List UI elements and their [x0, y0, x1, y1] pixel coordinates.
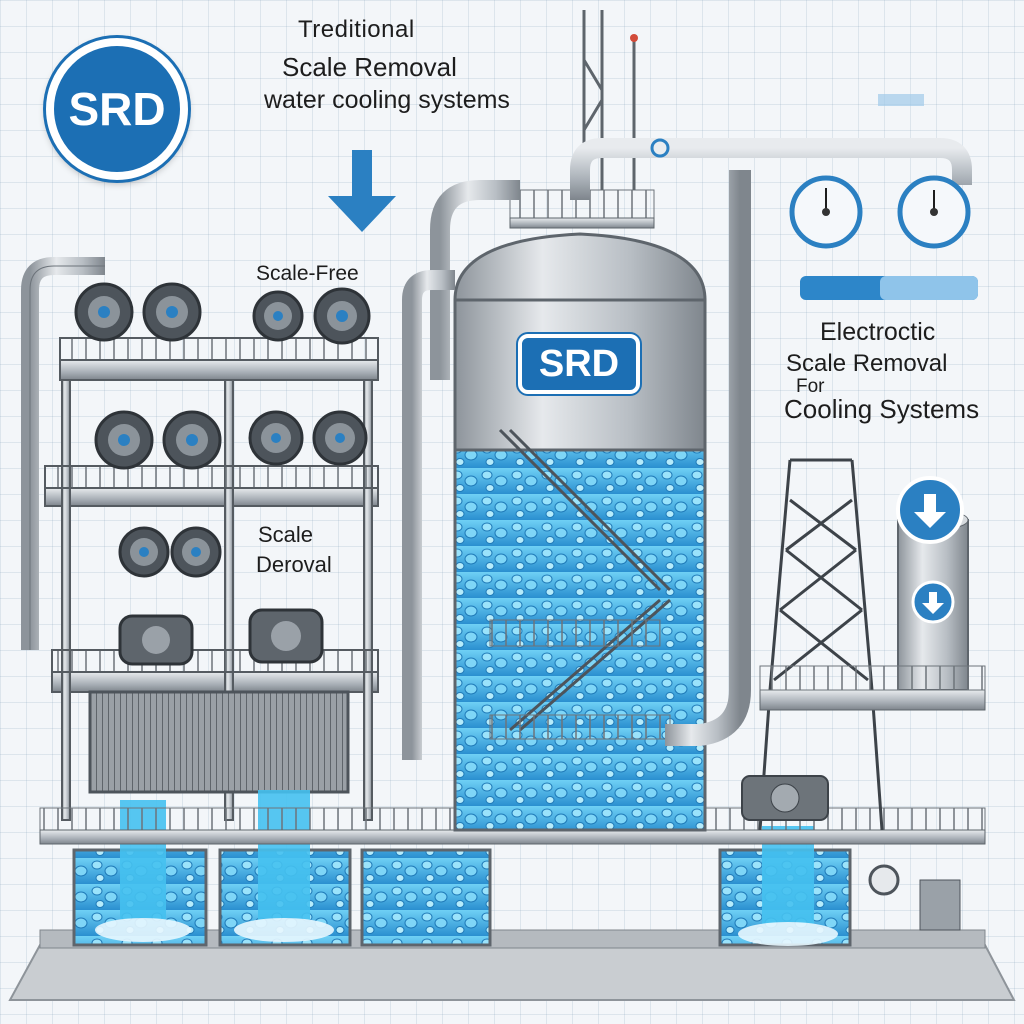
header-line-1: Treditional — [298, 16, 415, 43]
srd-logo-text: SRD — [68, 83, 166, 135]
scale-label-line-1: Scale — [258, 522, 314, 547]
pressure-gauge-icon — [789, 175, 971, 249]
down-arrow-icon — [328, 150, 396, 232]
small-gauge-icon — [868, 864, 900, 896]
down-arrow-circle-icon — [896, 476, 964, 624]
base-platform — [8, 944, 1016, 1001]
fan-rack — [44, 337, 379, 821]
srd-tank — [453, 189, 707, 832]
right-caption-line-2: Scale Removal — [786, 350, 948, 377]
right-caption-line-3: For — [796, 376, 825, 397]
right-caption-line-4: Cooling Systems — [784, 394, 980, 424]
header-line-2: Scale Removal — [282, 52, 457, 82]
pipes — [402, 138, 972, 760]
tank-srd-badge: SRD — [518, 334, 640, 394]
tank-tower — [582, 10, 638, 190]
scale-label-line-2: Deroval — [256, 552, 332, 577]
srd-logo-badge: SRD — [46, 38, 188, 180]
header-line-3: water cooling systems — [264, 86, 510, 114]
fan-icon — [74, 282, 371, 666]
cooling-grille — [88, 690, 350, 794]
tank-srd-text: SRD — [538, 342, 620, 385]
lattice-tower — [758, 458, 884, 831]
scale-free-label: Scale-Free — [256, 262, 359, 285]
right-caption-line-1: Electroctic — [820, 318, 936, 346]
